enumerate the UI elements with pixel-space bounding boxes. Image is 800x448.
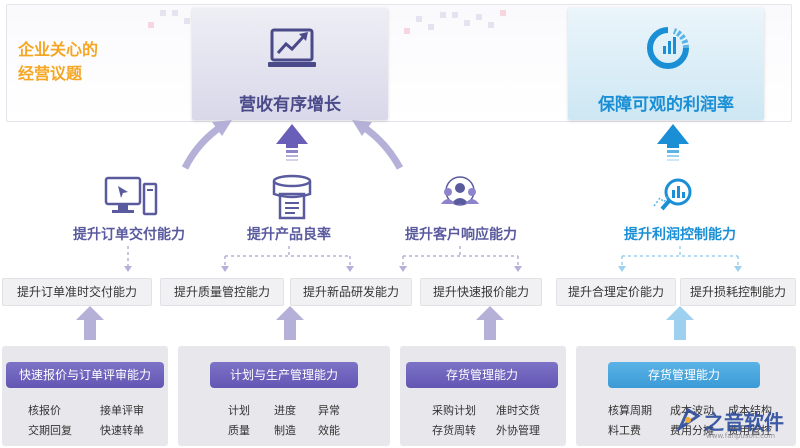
center-up-arrow xyxy=(276,124,308,161)
foundation-item: 费用管控 xyxy=(728,424,772,437)
dashed-connector-heads-purple xyxy=(124,266,522,272)
foundation-item: 成本波动 xyxy=(670,404,714,417)
foundation-item: 接单评审 xyxy=(100,404,144,417)
foundation-item: 计划 xyxy=(228,404,250,417)
concern-label: 企业关心的 经营议题 xyxy=(18,38,128,86)
foundation-item: 交期回复 xyxy=(28,424,72,437)
decorative-dots xyxy=(148,10,506,34)
foundation-item: 料工费 xyxy=(608,424,641,437)
foundation-box-cost: 存货管理能力 核算周期 成本波动 成本结构 料工费 费用分摊 费用管控 xyxy=(576,346,796,446)
capability-title-customer-response: 提升客户响应能力 xyxy=(405,227,517,243)
foundation-item: 采购计划 xyxy=(432,404,476,417)
goal-title-revenue: 营收有序增长 xyxy=(239,95,341,115)
curved-arrow-right xyxy=(360,123,404,170)
sub-capability-loss-control: 提升损耗控制能力 xyxy=(680,278,796,306)
capability-title-product-yield: 提升产品良率 xyxy=(247,227,331,243)
concern-line-1: 企业关心的 xyxy=(18,40,99,59)
foundation-box-production: 计划与生产管理能力 计划 进度 异常 质量 制造 效能 xyxy=(178,346,390,446)
foundation-item: 核算周期 xyxy=(608,404,652,417)
foundation-title-quotation: 快速报价与订单评审能力 xyxy=(6,362,164,388)
profit-gauge-icon xyxy=(647,27,690,69)
goal-card-profit: 保障可观的利润率 xyxy=(568,8,764,120)
goal-card-revenue: 营收有序增长 xyxy=(192,8,388,120)
dashed-connectors-blue xyxy=(621,246,739,266)
growth-chart-monitor-icon xyxy=(268,28,316,67)
logo-url: www.fanpusoft.com xyxy=(706,432,776,440)
sub-capability-quality-control: 提升质量管控能力 xyxy=(160,278,284,306)
watermark-logo: 之音软件 www.fanpusoft.com xyxy=(676,402,796,446)
dashed-connectors-purple xyxy=(127,246,519,266)
sub-capability-new-product-rd: 提升新品研发能力 xyxy=(290,278,412,306)
sub-capability-on-time-delivery: 提升订单准时交付能力 xyxy=(2,278,152,306)
dashed-connector-heads-blue xyxy=(618,266,742,272)
customer-group-icon xyxy=(441,176,479,206)
curved-arrow-right-head xyxy=(352,120,372,136)
foundation-title-production: 计划与生产管理能力 xyxy=(210,362,358,388)
foundation-title-inventory: 存货管理能力 xyxy=(406,362,558,388)
concern-line-2: 经营议题 xyxy=(18,64,83,83)
foundation-item: 质量 xyxy=(228,424,250,437)
sub-capability-reasonable-pricing: 提升合理定价能力 xyxy=(556,278,676,306)
curved-arrow-left xyxy=(181,123,224,170)
curved-arrow-left-head xyxy=(212,120,232,136)
foundation-box-inventory: 存货管理能力 采购计划 准时交货 存货周转 外协管理 xyxy=(400,346,566,446)
magnifier-chart-icon xyxy=(653,178,692,211)
profit-up-arrow xyxy=(657,124,689,161)
foundation-item: 外协管理 xyxy=(496,424,540,437)
logo-mark-icon xyxy=(676,407,701,432)
printer-product-icon xyxy=(272,174,312,220)
foundation-item: 异常 xyxy=(318,404,340,417)
sub-capability-fast-quotation: 提升快速报价能力 xyxy=(420,278,542,306)
capability-title-profit-control: 提升利润控制能力 xyxy=(624,227,736,243)
foundation-item: 进度 xyxy=(274,404,296,417)
foundation-item: 准时交货 xyxy=(496,404,540,417)
foundation-item: 效能 xyxy=(318,424,340,437)
foundation-item: 成本结构 xyxy=(728,404,772,417)
foundation-item: 核报价 xyxy=(28,404,61,417)
foundation-item: 存货周转 xyxy=(432,424,476,437)
goal-title-profit: 保障可观的利润率 xyxy=(598,95,734,115)
foundation-arrows xyxy=(76,306,694,340)
foundation-title-cost: 存货管理能力 xyxy=(608,362,760,388)
capability-title-order-delivery: 提升订单交付能力 xyxy=(73,227,185,243)
foundation-box-quotation: 快速报价与订单评审能力 核报价 接单评审 交期回复 快速转单 xyxy=(2,346,168,446)
logo-text: 之音软件 xyxy=(704,410,784,434)
foundation-item: 制造 xyxy=(274,424,296,437)
foundation-item: 快速转单 xyxy=(100,424,144,437)
computer-order-icon xyxy=(104,176,158,216)
